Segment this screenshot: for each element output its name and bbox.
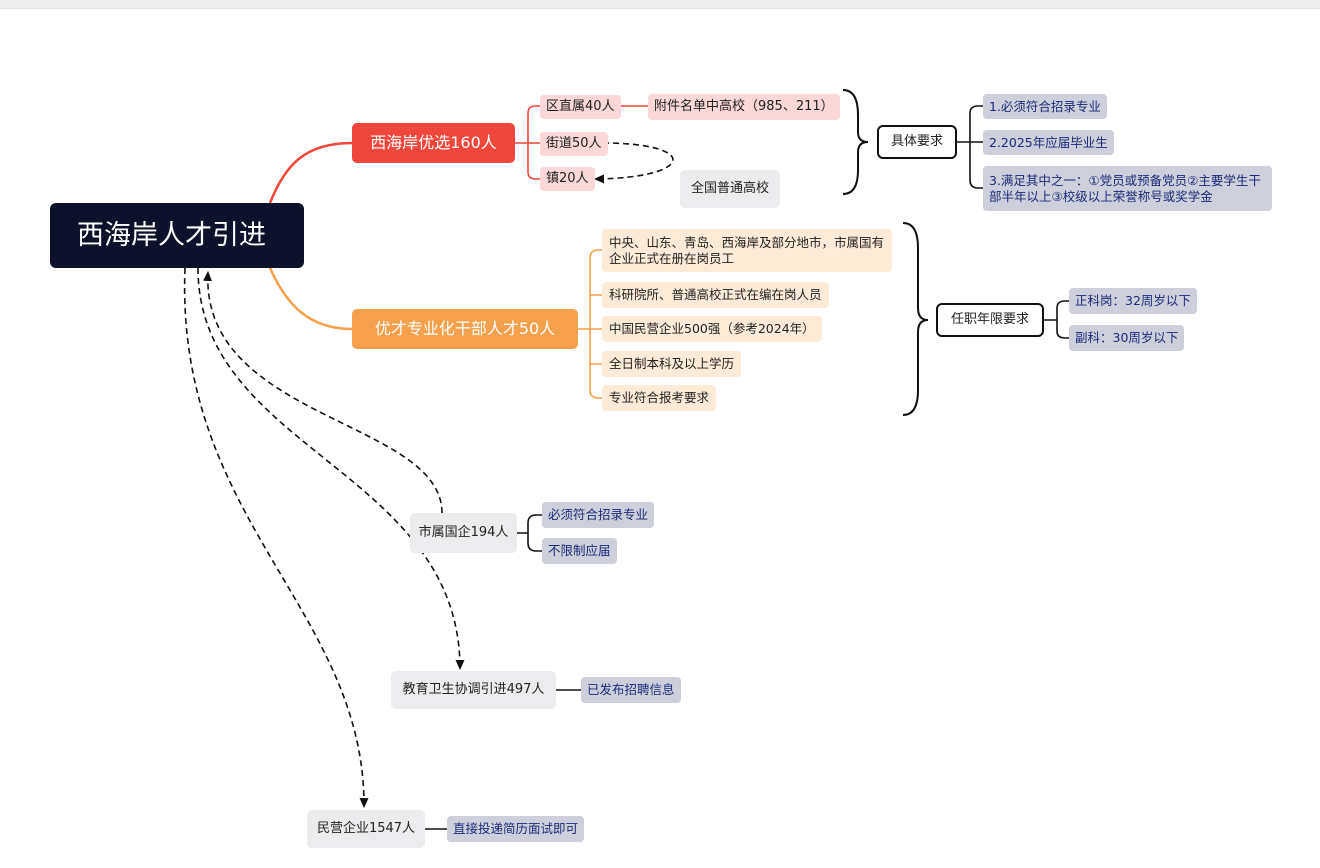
item-major-match[interactable]: 专业符合报考要求 — [602, 385, 717, 411]
item-district-direct[interactable]: 区直属40人 — [540, 95, 621, 119]
specific-requirements[interactable]: 具体要求 — [877, 125, 957, 159]
dashed-street-to-town — [593, 142, 674, 184]
req-one-of[interactable]: 3.满足其中之一：①党员或预备党员②主要学生干部半年以上③校级以上荣誉称号或奖学… — [983, 166, 1272, 211]
link-branch2-items — [578, 249, 602, 399]
edu-note[interactable]: 已发布招聘信息 — [581, 677, 681, 703]
link-root-branch1 — [268, 141, 353, 204]
root-node[interactable]: 西海岸人才引进 — [50, 203, 304, 268]
brace-branch2 — [902, 222, 929, 416]
private-enterprise-node[interactable]: 民营企业1547人 — [307, 810, 425, 848]
private-note[interactable]: 直接投递简历面试即可 — [447, 816, 585, 842]
link-req-title-items — [957, 105, 983, 189]
link-root-branch2 — [268, 267, 353, 331]
item-town[interactable]: 镇20人 — [540, 167, 595, 191]
top-bar — [0, 0, 1320, 9]
req-graduate[interactable]: 2.2025年应届毕业生 — [983, 130, 1114, 155]
link-branch1-items — [515, 105, 540, 180]
dashed-root-to-private — [183, 267, 369, 809]
brace-branch1 — [842, 89, 869, 195]
dashed-root-to-edu — [197, 267, 465, 671]
branch-talent-cadre[interactable]: 优才专业化干部人才50人 — [352, 309, 578, 349]
age-section-chief[interactable]: 正科岗：32周岁以下 — [1069, 288, 1197, 314]
soe-node[interactable]: 市属国企194人 — [410, 513, 517, 553]
soe-req-no-limit[interactable]: 不限制应届 — [542, 538, 617, 564]
item-attachment-universities[interactable]: 附件名单中高校（985、211） — [648, 94, 840, 120]
item-bachelor[interactable]: 全日制本科及以上学历 — [602, 351, 742, 377]
item-research-staff[interactable]: 科研院所、普通高校正式在编在岗人员 — [602, 282, 829, 308]
soe-req-major[interactable]: 必须符合招录专业 — [542, 502, 655, 528]
item-national-universities[interactable]: 全国普通高校 — [680, 170, 780, 208]
item-central-soe-staff[interactable]: 中央、山东、青岛、西海岸及部分地市，市属国有企业正式在册在岗员工 — [602, 229, 892, 272]
req-major[interactable]: 1.必须符合招录专业 — [983, 94, 1107, 119]
tenure-age-requirements[interactable]: 任职年限要求 — [936, 303, 1044, 337]
age-deputy-chief[interactable]: 副科：30周岁以下 — [1069, 325, 1185, 351]
item-street[interactable]: 街道50人 — [540, 132, 608, 156]
link-soe-items — [517, 514, 542, 552]
item-private-500[interactable]: 中国民营企业500强（参考2024年） — [602, 316, 822, 342]
edu-health-node[interactable]: 教育卫生协调引进497人 — [391, 671, 556, 709]
dashed-root-to-soe — [203, 270, 443, 514]
link-age-items — [1044, 300, 1069, 339]
branch-xihaian-select[interactable]: 西海岸优选160人 — [352, 123, 515, 163]
